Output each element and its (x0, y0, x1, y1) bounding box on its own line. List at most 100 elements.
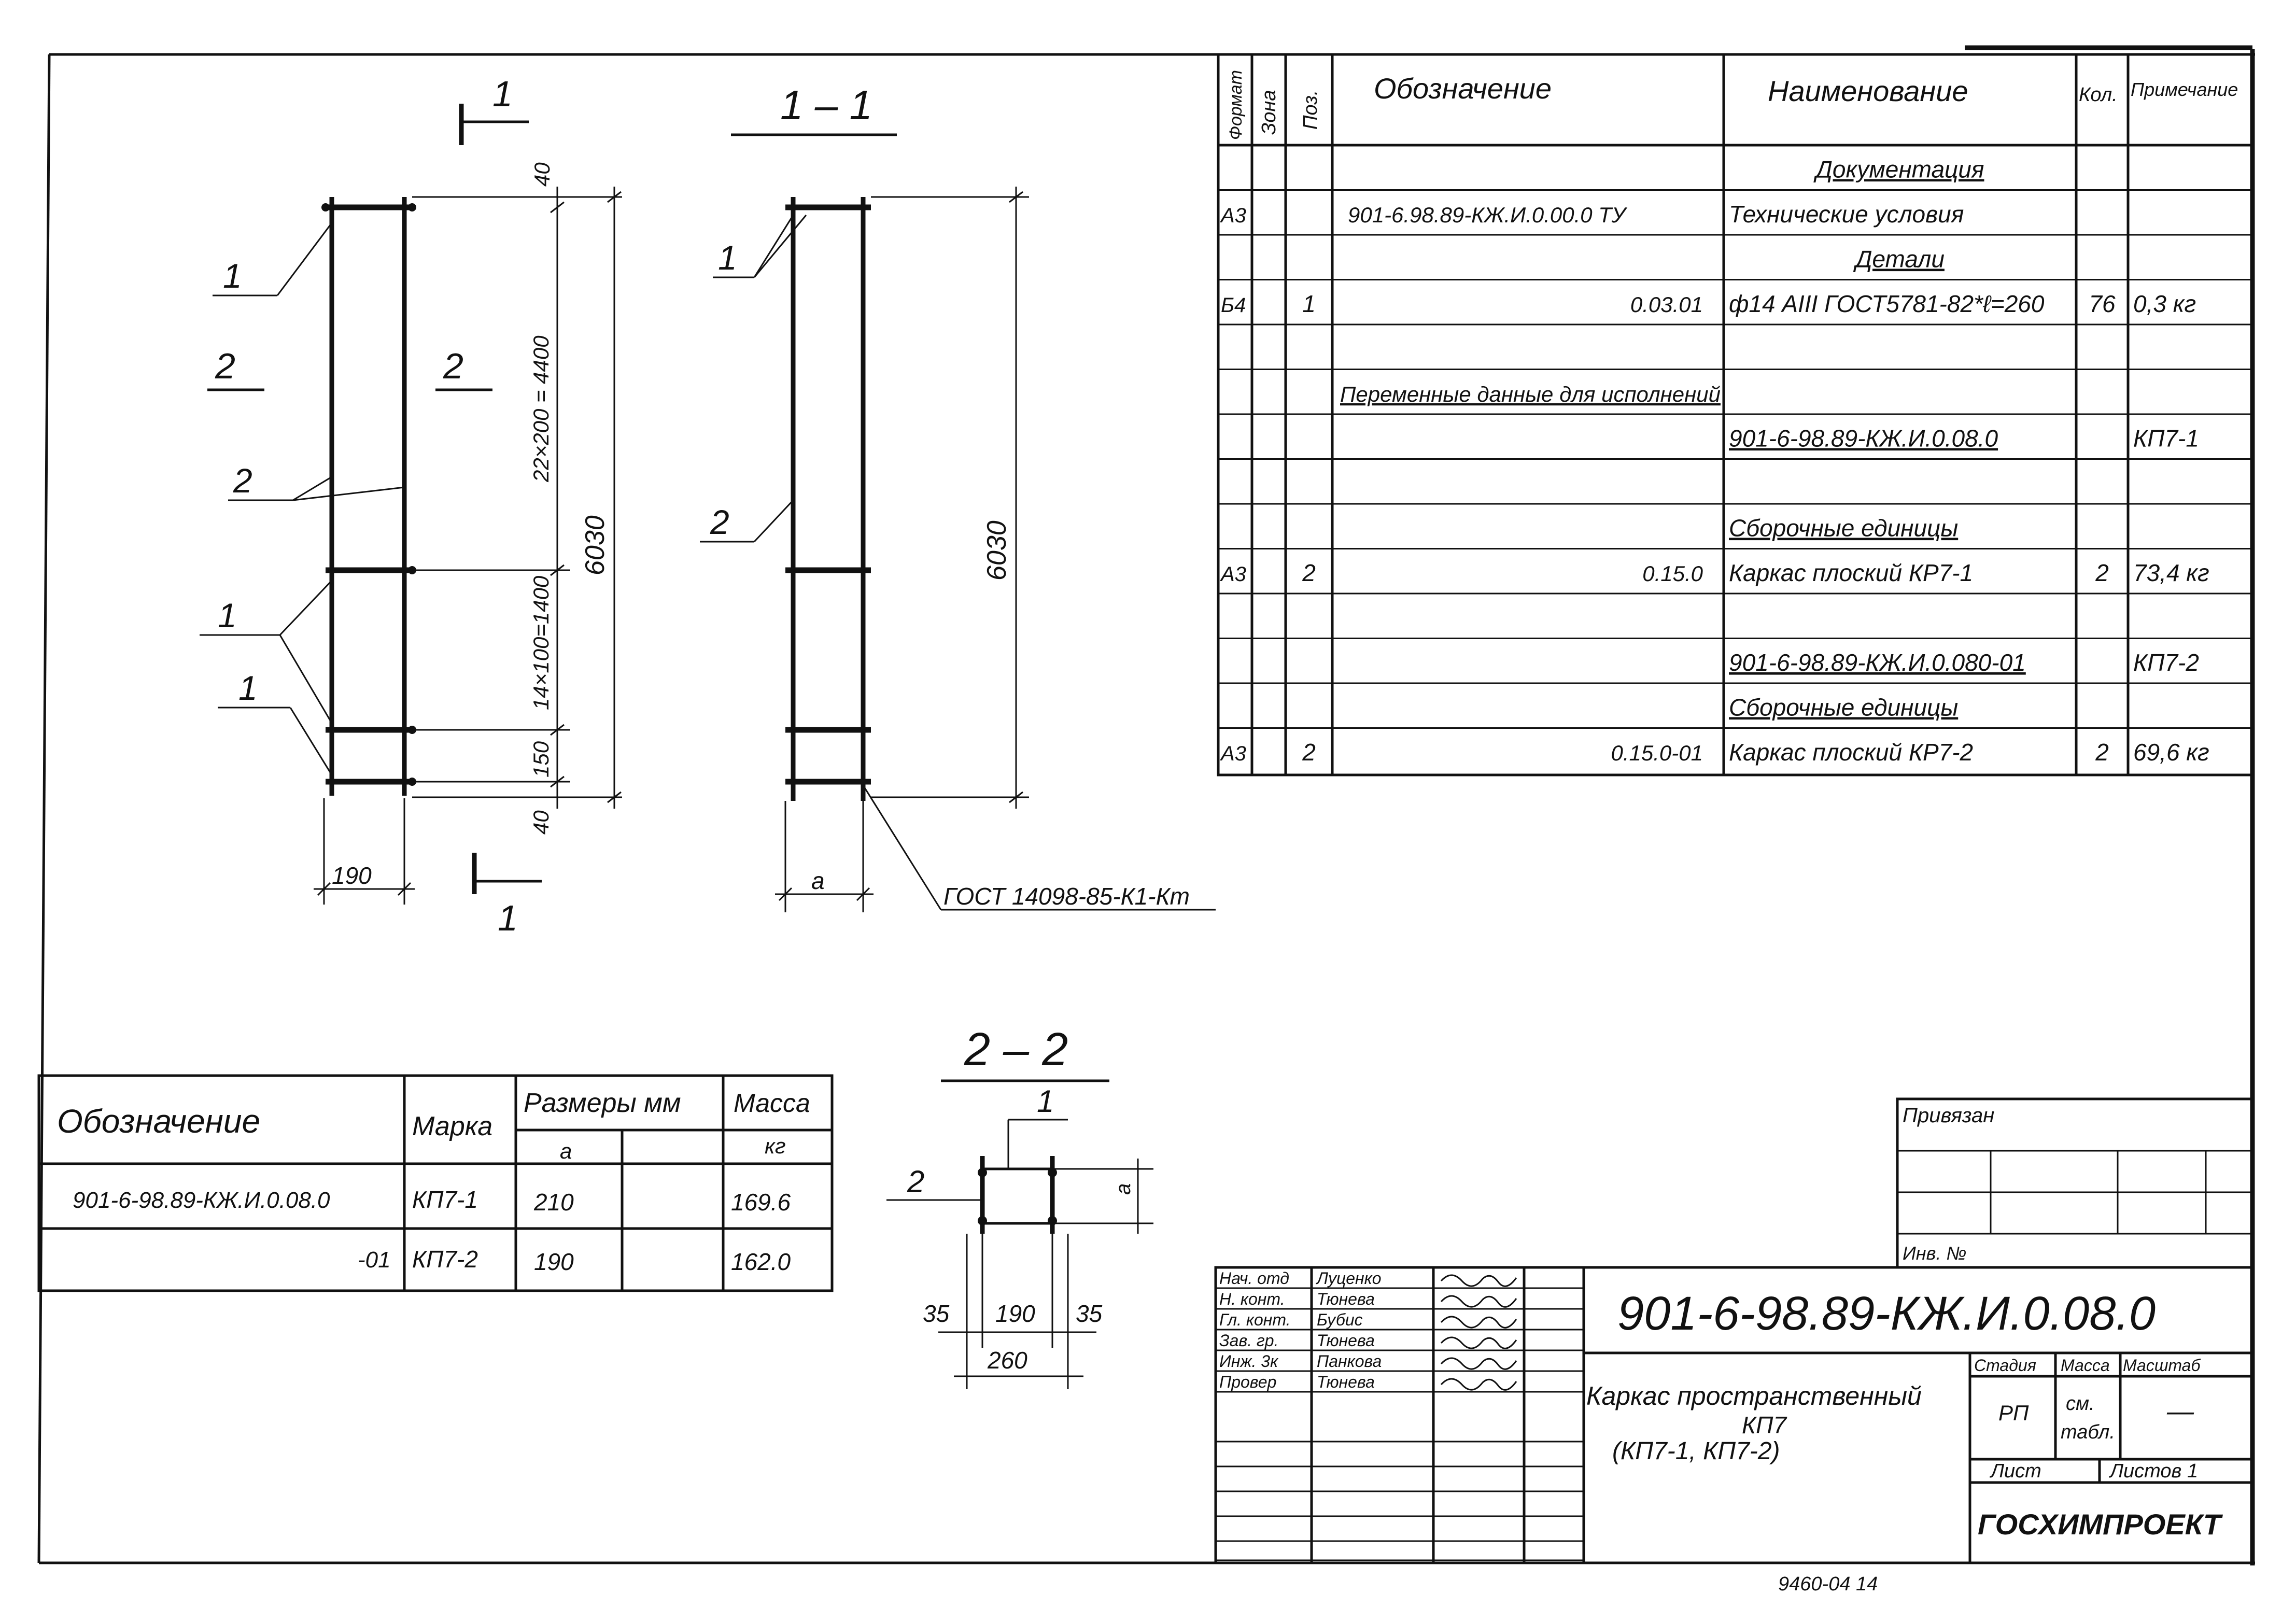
title-block-person: Бубис (1317, 1310, 1363, 1329)
spec-cell-designation: 0.15.0 (1642, 561, 1703, 586)
spec-cell-note: КП7-1 (2133, 425, 2199, 452)
dim-40-bottom: 40 (529, 810, 553, 835)
spec-cell-qty: 2 (2095, 559, 2109, 586)
variants-row2-a: 190 (534, 1248, 574, 1275)
spec-cell-qty: 2 (2095, 739, 2109, 766)
section-2-2-view: 2 – 2 1 2 a 35 190 35 260 (886, 1024, 1153, 1389)
spec-cell-pos: 2 (1302, 739, 1316, 766)
spec-cell-designation: 0.15.0-01 (1611, 741, 1703, 765)
sheets-label: Листов 1 (2108, 1460, 2198, 1482)
signature-scribble (1440, 1378, 1517, 1391)
section-1-1-title: 1 – 1 (780, 82, 872, 128)
title-block-role: Зав. гр. (1219, 1331, 1278, 1350)
sheet-label: Лист (1989, 1460, 2041, 1482)
mark-pos1-a: 1 (223, 257, 242, 295)
spec-cell-format: А3 (1220, 563, 1246, 586)
section-1-1-mark-1: 1 (718, 238, 737, 277)
spec-cell-format: А3 (1220, 204, 1246, 227)
section-1-1-view: 1 – 1 6030 a 1 2 ГОСТ 14098-85-К1-Кт (700, 82, 1216, 912)
spec-cell-designation: Переменные данные для исполнений (1340, 382, 1721, 406)
spec-cell-name: Сборочные единицы (1729, 515, 1958, 542)
variants-row1-mass: 169.6 (731, 1189, 791, 1216)
dim-150: 150 (529, 741, 553, 778)
title-block-person: Луценко (1316, 1269, 1382, 1288)
dim-top-span: 22×200 = 4400 (529, 335, 553, 483)
spec-header-note: Примечание (2131, 79, 2238, 100)
dim-190: 190 (332, 862, 372, 889)
spec-header-pos: Поз. (1300, 90, 1321, 130)
section-2-2-dim-260: 260 (987, 1347, 1027, 1374)
section-2-2-dim-190: 190 (995, 1300, 1035, 1327)
org-name: ГОСХИМПРОЕКТ (1978, 1508, 2223, 1541)
spec-cell-note: 73,4 кг (2133, 559, 2209, 586)
spec-cell-note: 69,6 кг (2133, 739, 2209, 766)
item-name-line3: (КП7-1, КП7-2) (1612, 1437, 1780, 1465)
item-name-line2: КП7 (1742, 1412, 1787, 1438)
variants-row2-mass: 162.0 (731, 1248, 791, 1275)
spec-cell-name: Сборочные единицы (1729, 694, 1958, 721)
mark-pos1-c: 1 (238, 669, 258, 707)
variants-header-designation: Обозначение (57, 1103, 260, 1140)
binding-box: Привязан Инв. № (1896, 1097, 2254, 1269)
variants-header-mass: Масса (734, 1089, 810, 1118)
mark-pos1-b: 1 (218, 596, 237, 634)
spec-cell-qty: 76 (2089, 290, 2116, 317)
section-1-1-mark-2: 2 (710, 503, 729, 541)
signature-scribble (1440, 1274, 1517, 1287)
signature-scribble (1440, 1357, 1517, 1370)
spec-header-zone: Зона (1258, 90, 1280, 135)
item-name-line1: Каркас пространственный (1586, 1381, 1922, 1410)
scale-value: — (2166, 1396, 2194, 1427)
mark-left-2: 2 (215, 346, 235, 386)
mass-value-2: табл. (2061, 1421, 2115, 1443)
spec-header-format: Формат (1226, 70, 1246, 140)
spec-cell-format: А3 (1220, 742, 1246, 765)
dim-mid-span: 14×100=1400 (529, 575, 553, 710)
dim-total-6030: 6030 (580, 515, 610, 575)
variants-row1-a: 210 (533, 1189, 574, 1216)
spec-cell-pos: 1 (1302, 290, 1316, 317)
section-cut-label-top: 1 (492, 74, 513, 114)
variants-header-sizes: Размеры мм (524, 1088, 681, 1118)
stage-value: РП (1998, 1401, 2029, 1425)
mass-value-1: см. (2066, 1393, 2095, 1415)
elevation-view: 1 1 40 22×200 = 4400 6030 1 (200, 74, 622, 938)
section-1-1-dim-total: 6030 (982, 520, 1012, 581)
weld-note: ГОСТ 14098-85-К1-Кт (943, 883, 1190, 910)
spec-cell-pos: 2 (1302, 559, 1316, 586)
section-2-2-mark-2: 2 (907, 1164, 924, 1199)
variants-row2-designation: -01 (358, 1247, 391, 1273)
variants-row1-designation: 901-6-98.89-КЖ.И.0.08.0 (73, 1188, 330, 1213)
binding-title: Привязан (1903, 1104, 1994, 1127)
spec-cell-name: Технические условия (1729, 201, 1964, 228)
spec-cell-name: Детали (1853, 246, 1945, 273)
spec-cell-designation: 901-6.98.89-КЖ.И.0.00.0 ТУ (1348, 203, 1628, 227)
variants-header-mark: Марка (412, 1111, 492, 1141)
title-block-person: Тюнева (1317, 1373, 1375, 1391)
mark-pos2-a: 2 (233, 461, 252, 500)
title-block-role: Гл. конт. (1219, 1310, 1291, 1329)
variants-header-mass-unit: кг (765, 1134, 786, 1158)
title-block-person: Тюнева (1317, 1331, 1375, 1350)
spec-header-qty: Кол. (2079, 84, 2118, 106)
title-block-person: Панкова (1317, 1352, 1382, 1371)
section-2-2-mark-1: 1 (1037, 1084, 1054, 1119)
spec-cell-note: КП7-2 (2133, 649, 2199, 676)
variants-table: Обозначение Марка Размеры мм a Масса кг … (37, 1074, 834, 1292)
spec-cell-format: Б4 (1221, 294, 1246, 317)
signature-scribble (1440, 1336, 1517, 1349)
footer-code: 9460-04 14 (1778, 1573, 1878, 1595)
section-1-1-dim-a: a (811, 867, 825, 894)
section-2-2-title: 2 – 2 (964, 1024, 1068, 1076)
inv-label: Инв. № (1903, 1243, 1966, 1264)
spec-cell-name: 901-6-98.89-КЖ.И.0.08.0 (1729, 425, 1998, 452)
section-2-2-dim-35-left: 35 (923, 1300, 950, 1327)
doc-code: 901-6-98.89-КЖ.И.0.08.0 (1617, 1287, 2156, 1340)
spec-header-name: Наименование (1768, 75, 1968, 107)
spec-table: Формат Зона Поз. Обозначение Наименовани… (1217, 53, 2254, 777)
spec-cell-name: Каркас плоский КР7-2 (1729, 739, 1973, 766)
title-block-role: Провер (1219, 1373, 1276, 1391)
scale-label: Масштаб (2123, 1356, 2201, 1375)
